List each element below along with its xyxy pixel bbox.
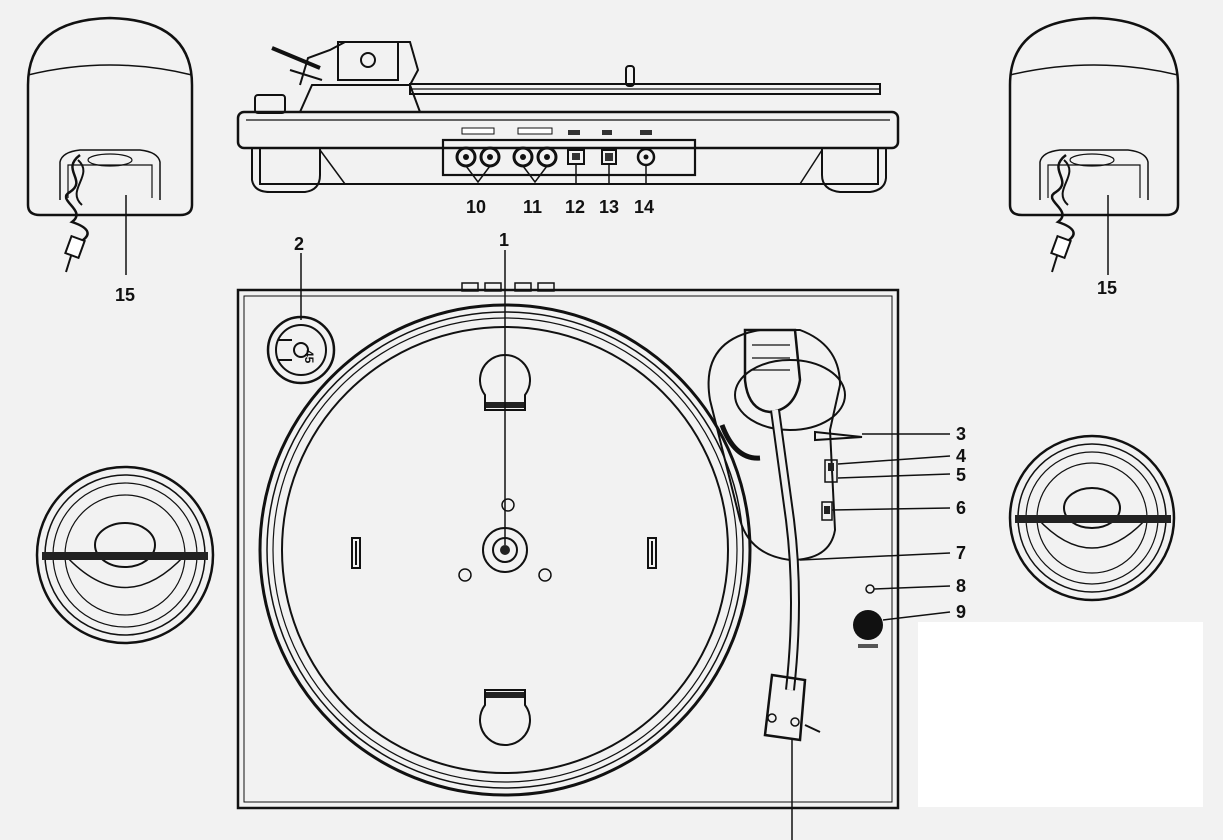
leader-lines bbox=[125, 195, 1109, 840]
callout-1: 1 bbox=[499, 230, 509, 250]
callout-6: 6 bbox=[956, 498, 966, 518]
left-speaker-front bbox=[35, 465, 215, 645]
callout-15-left: 15 bbox=[115, 285, 135, 305]
callout-3: 3 bbox=[956, 424, 966, 444]
volume-knob bbox=[853, 610, 883, 640]
tonearm-assembly bbox=[707, 328, 863, 742]
callout-14: 14 bbox=[634, 197, 654, 217]
power-led bbox=[865, 584, 875, 594]
callout-13: 13 bbox=[599, 197, 619, 217]
left-speaker-back bbox=[26, 16, 194, 273]
blank-panel bbox=[918, 622, 1203, 807]
turntable-rear-view bbox=[236, 41, 900, 193]
45-rpm-adapter: 45 bbox=[266, 315, 336, 385]
callout-2: 2 bbox=[294, 234, 304, 254]
callout-8: 8 bbox=[956, 576, 966, 596]
callout-7: 7 bbox=[956, 543, 966, 563]
callout-12: 12 bbox=[565, 197, 585, 217]
callout-11: 11 bbox=[523, 197, 542, 217]
callout-9: 9 bbox=[956, 602, 966, 622]
right-speaker-front bbox=[1008, 434, 1176, 602]
callout-4: 4 bbox=[956, 446, 966, 466]
turntable-top-view: 45 bbox=[236, 282, 900, 810]
callout-5: 5 bbox=[956, 465, 966, 485]
callout-15-right: 15 bbox=[1097, 278, 1117, 298]
right-speaker-back bbox=[1008, 16, 1180, 273]
45-label: 45 bbox=[302, 350, 316, 364]
callout-10: 10 bbox=[466, 197, 486, 217]
